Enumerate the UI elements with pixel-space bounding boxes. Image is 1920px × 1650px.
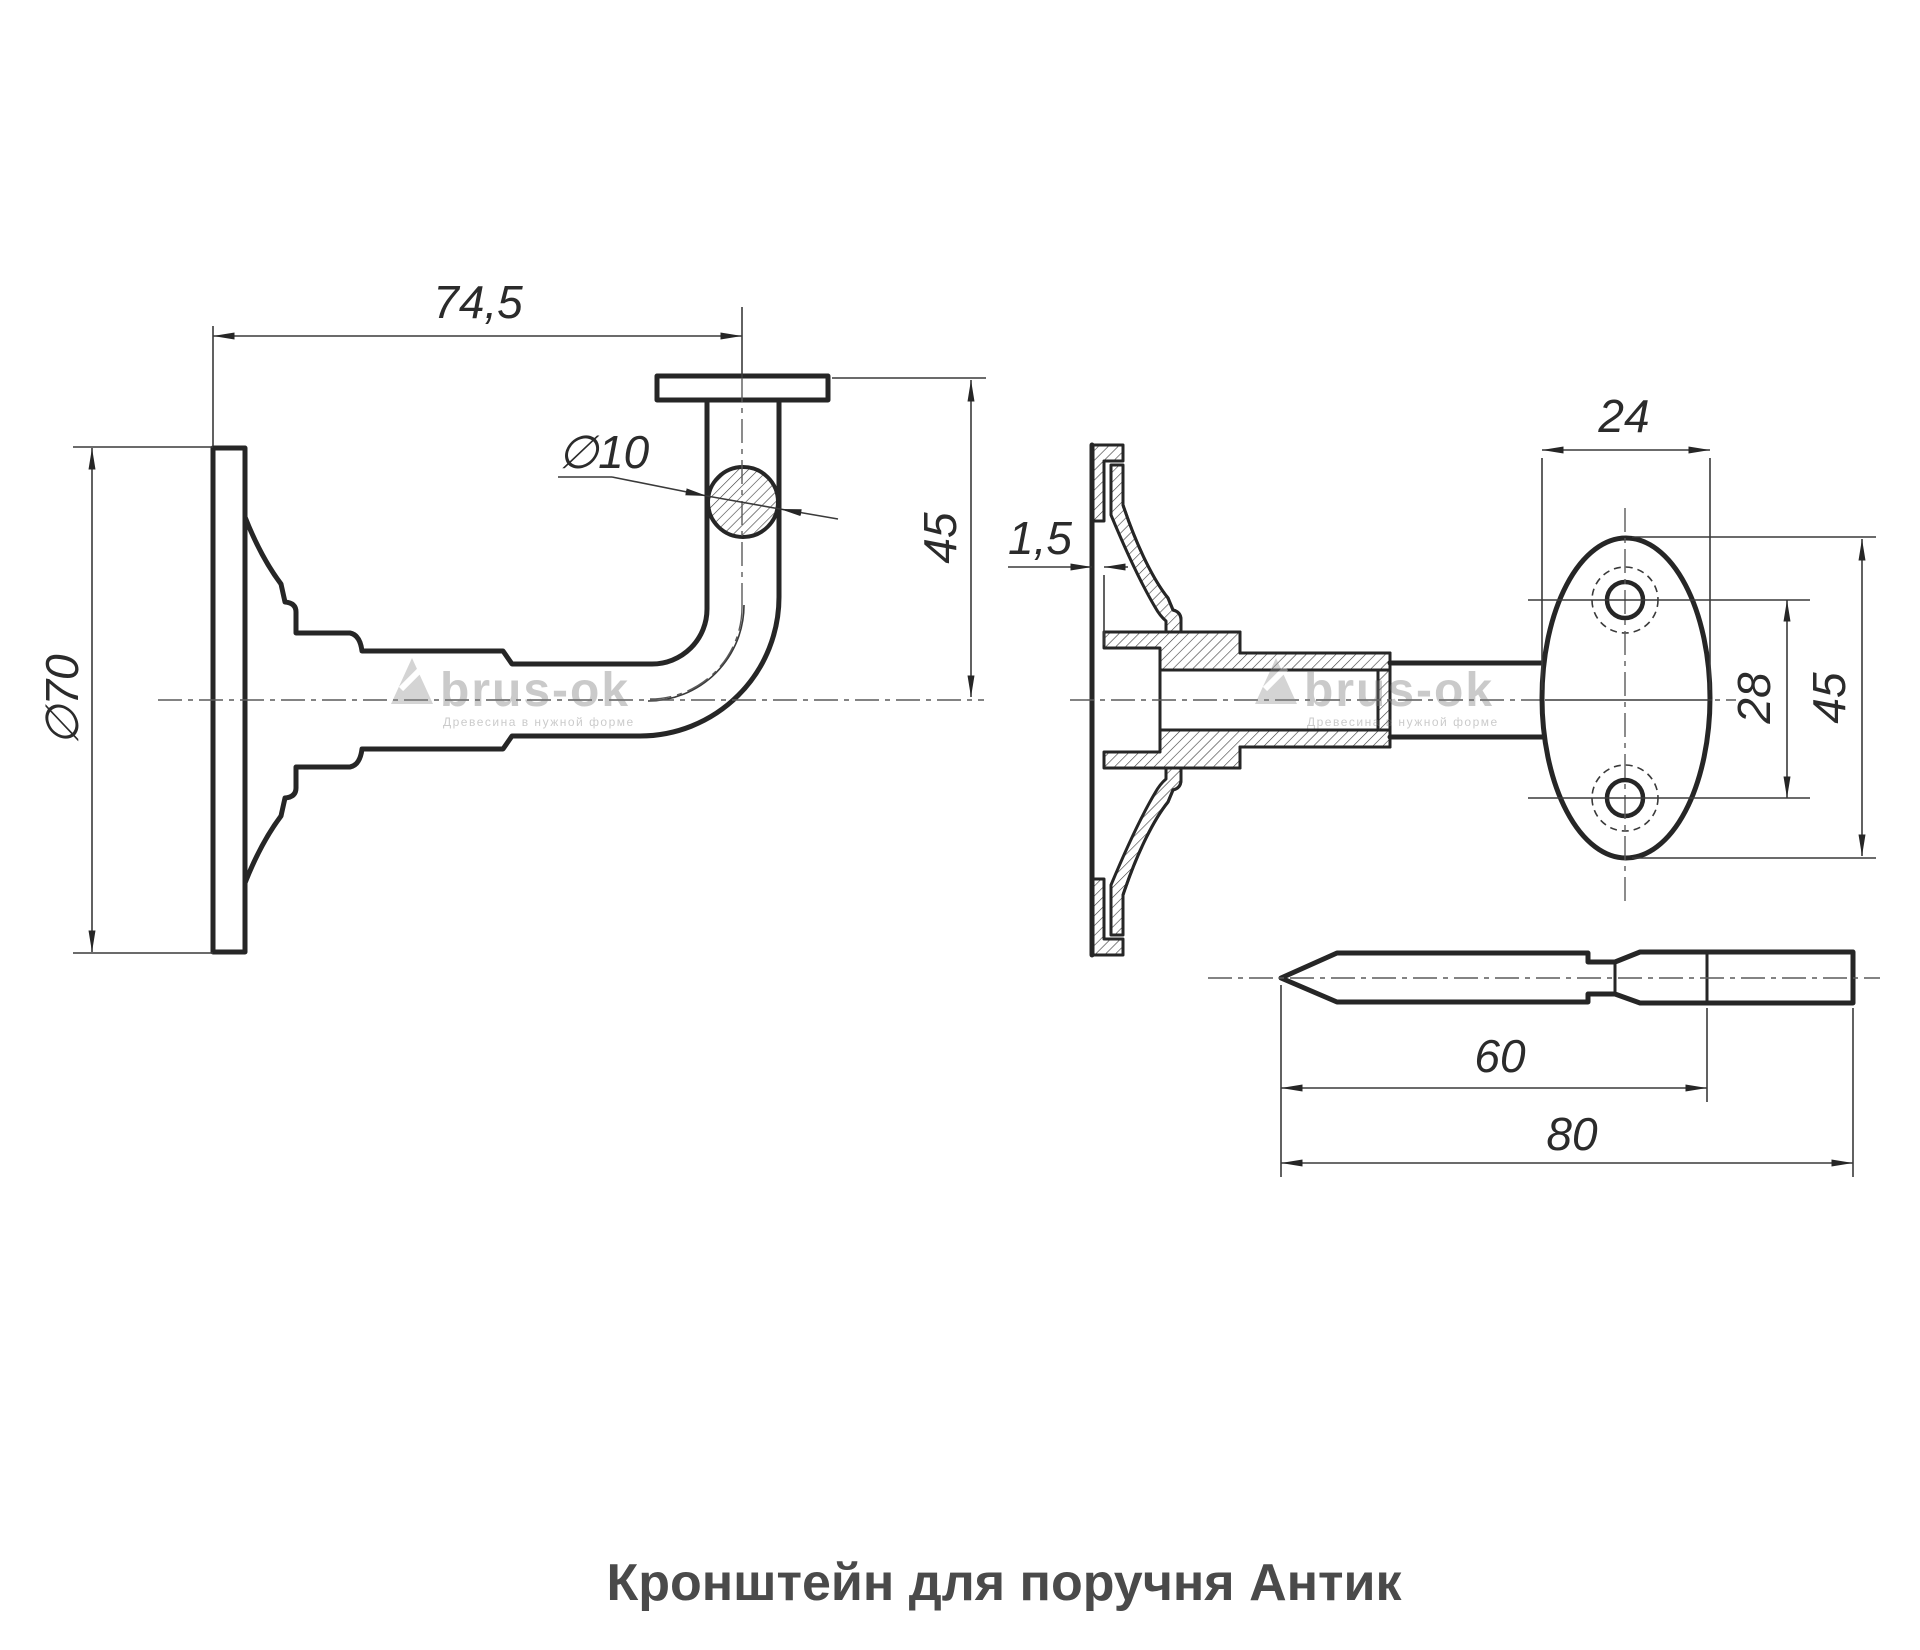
watermark-right: brus-ok Древесина в нужной форме (1255, 658, 1499, 729)
section-boss-metal-bottom (1102, 728, 1392, 770)
watermark-left: brus-ok Древесина в нужной форме (391, 658, 635, 729)
drawing-title: Кронштейн для поручня Антик (606, 1554, 1402, 1612)
dim-d10-label: ∅10 (558, 426, 650, 478)
dim-d10-leader-left (611, 476, 708, 497)
side-elbow-centerline (649, 606, 743, 700)
section-contour-bottom (1121, 737, 1392, 930)
side-elbow-bend-line (647, 604, 745, 702)
dim-24-label: 24 (1597, 390, 1649, 442)
front-oval-plate (1539, 535, 1713, 861)
dim-60-label: 60 (1474, 1030, 1526, 1082)
watermark-brand-text: brus-ok (1304, 664, 1494, 717)
side-view: 74,5 ∅70 45 ∅10 (36, 276, 986, 955)
dim-d10-leader-right (779, 508, 839, 520)
dim-15-label: 1,5 (1008, 512, 1072, 564)
dim-80-label: 80 (1546, 1108, 1598, 1160)
dim-45side-label: 45 (914, 512, 966, 564)
plate-front-view: 24 28 45 (1528, 390, 1876, 905)
watermark-tagline-text: Древесина в нужной форме (1307, 715, 1499, 729)
dim-d70-label: ∅70 (36, 654, 88, 746)
watermark-tagline-text: Древесина в нужной форме (443, 715, 635, 729)
side-body-upper-profile (242, 397, 710, 667)
dim-45front-label: 45 (1803, 672, 1855, 724)
watermark-logo-slash (398, 665, 425, 692)
dim-28-label: 28 (1728, 672, 1780, 725)
section-contour-top (1121, 470, 1392, 663)
section-view: 1,5 (1008, 442, 1736, 958)
side-body-lower-profile (242, 397, 782, 886)
dim-d10-through-line (706, 495, 781, 510)
watermark-brand-text: brus-ok (440, 664, 630, 717)
dim-745-label: 74,5 (433, 276, 523, 328)
watermark-logo-icon (1255, 658, 1297, 704)
watermark-logo-slash (1262, 665, 1289, 692)
pin-view: 60 80 (1208, 949, 1880, 1177)
watermark-logo-icon (391, 658, 433, 704)
